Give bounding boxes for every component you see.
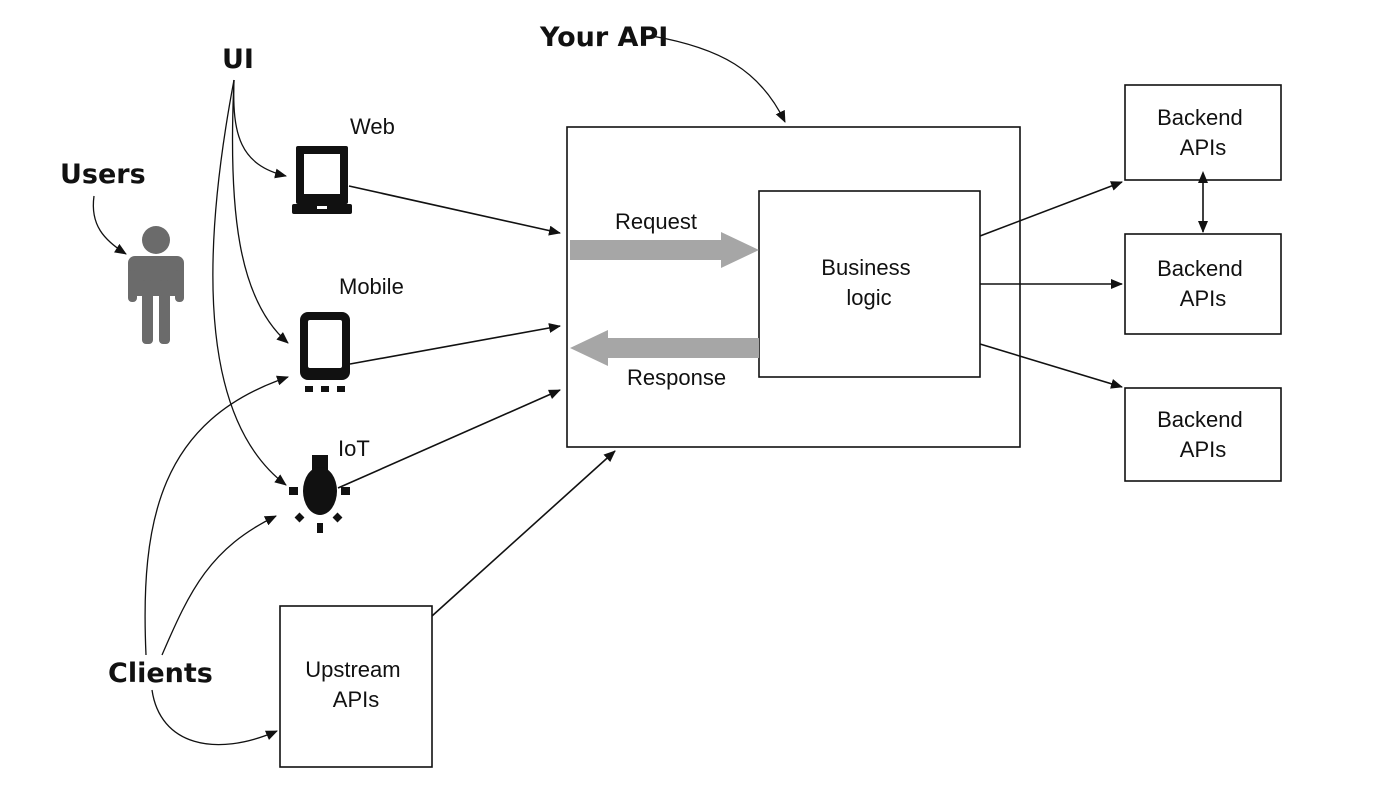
backend-apis-label-2: Backend APIs — [1157, 256, 1249, 311]
your-api-callout: Your API — [539, 22, 668, 53]
ui-callout: UI — [222, 44, 254, 75]
clients-to-iot-curve — [161, 515, 277, 656]
mobile-to-api-arrow — [349, 323, 561, 365]
business-logic-box — [758, 190, 981, 378]
request-label: Request — [615, 209, 697, 234]
ui-to-mobile-curve — [231, 79, 289, 344]
web-label: Web — [350, 114, 395, 139]
ui-to-iot-curve — [212, 79, 287, 486]
lightbulb-icon — [289, 455, 350, 533]
backend-apis-label-1: Backend APIs — [1157, 105, 1249, 160]
clients-to-mobile-curve — [144, 375, 289, 656]
upstream-apis-box — [279, 605, 433, 768]
clients-to-upstream-curve — [151, 689, 278, 746]
upstream-to-api-arrow — [431, 450, 616, 617]
request-arrow — [570, 232, 759, 268]
clients-callout: Clients — [108, 658, 213, 689]
users-pointer — [92, 195, 127, 255]
backend-apis-box-2 — [1124, 233, 1282, 335]
logic-to-backend-3-arrow — [979, 343, 1123, 389]
backend-apis-box-3 — [1124, 387, 1282, 482]
response-label: Response — [627, 365, 726, 390]
your-api-pointer — [651, 35, 786, 123]
upstream-apis-label: Upstream APIs — [305, 657, 406, 712]
backend-apis-box-1 — [1124, 84, 1282, 181]
users-callout: Users — [60, 159, 146, 190]
phone-icon — [300, 312, 350, 392]
ui-to-web-curve — [233, 79, 287, 179]
response-arrow — [570, 330, 759, 366]
logic-to-backend-1-arrow — [979, 181, 1123, 237]
web-to-api-arrow — [348, 185, 561, 236]
iot-label: IoT — [338, 436, 370, 461]
backend-apis-label-3: Backend APIs — [1157, 407, 1249, 462]
business-logic-label: Business logic — [821, 255, 916, 310]
mobile-label: Mobile — [339, 274, 404, 299]
tablet-icon — [292, 146, 352, 214]
person-icon — [128, 226, 184, 344]
iot-to-api-arrow — [337, 389, 561, 489]
